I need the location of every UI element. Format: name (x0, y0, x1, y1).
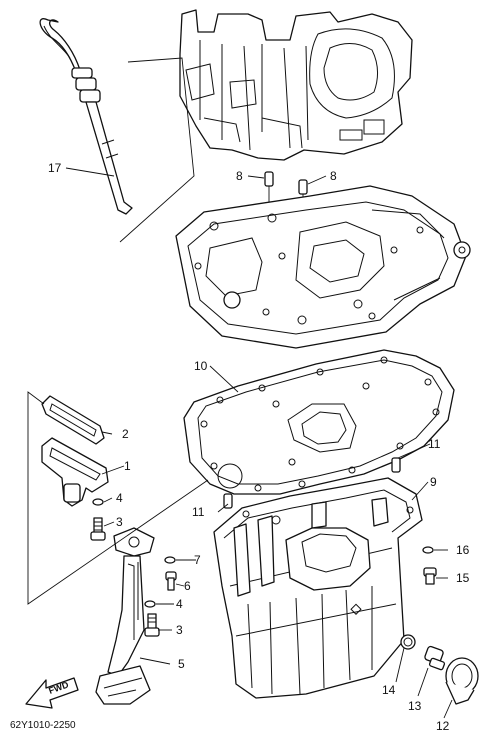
callout-3-upper: 3 (116, 515, 123, 529)
washer-upper (92, 498, 104, 506)
bolt-lower (144, 613, 160, 637)
bolt-6 (165, 571, 177, 591)
callout-8-right: 8 (330, 169, 337, 183)
dowel-pin-11-right (391, 457, 401, 473)
bolt-upper (90, 517, 106, 541)
fwd-arrow-icon: FWD (25, 677, 79, 709)
callout-5: 5 (178, 657, 185, 671)
callout-12: 12 (436, 719, 450, 733)
callout-7: 7 (194, 553, 201, 567)
callouts: 17 8 8 10 11 9 2 1 4 3 11 7 6 4 3 5 16 1… (48, 161, 470, 733)
oil-pan (213, 477, 423, 699)
callout-8-left: 8 (236, 169, 243, 183)
callout-17: 17 (48, 161, 62, 175)
leader-lines (65, 167, 453, 719)
oil-strainer (41, 437, 109, 507)
drain-cap-12 (445, 657, 479, 705)
oil-strainer-gasket (41, 395, 105, 445)
callout-1: 1 (124, 459, 131, 473)
callout-11-right: 11 (428, 437, 441, 451)
oil-suction-pipe (95, 527, 155, 705)
callout-15: 15 (456, 571, 470, 585)
diagram-code: 62Y1010-2250 (10, 720, 76, 731)
callout-10: 10 (194, 359, 208, 373)
callout-3-lower: 3 (176, 623, 183, 637)
exhaust-guide-plate (175, 185, 471, 349)
dipstick-guide-line (119, 57, 195, 243)
drain-plug-13 (424, 645, 446, 671)
oil-pan-gasket (183, 349, 455, 495)
callout-14: 14 (382, 683, 396, 697)
callout-13: 13 (408, 699, 422, 713)
callout-4-upper: 4 (116, 491, 123, 505)
washer-7 (164, 556, 176, 564)
callout-6: 6 (184, 579, 191, 593)
callout-4-lower: 4 (176, 597, 183, 611)
callout-16: 16 (456, 543, 470, 557)
bolt-15 (423, 567, 437, 585)
dipstick (39, 18, 133, 215)
washer-16 (422, 546, 434, 554)
engine-block (179, 9, 413, 161)
callout-11-left: 11 (192, 505, 205, 519)
left-guide-line (27, 391, 209, 605)
washer-lower (144, 600, 156, 608)
callout-2: 2 (122, 427, 129, 441)
callout-9: 9 (430, 475, 437, 489)
dowel-pin-11-left (223, 493, 233, 509)
o-ring-14 (400, 634, 416, 650)
